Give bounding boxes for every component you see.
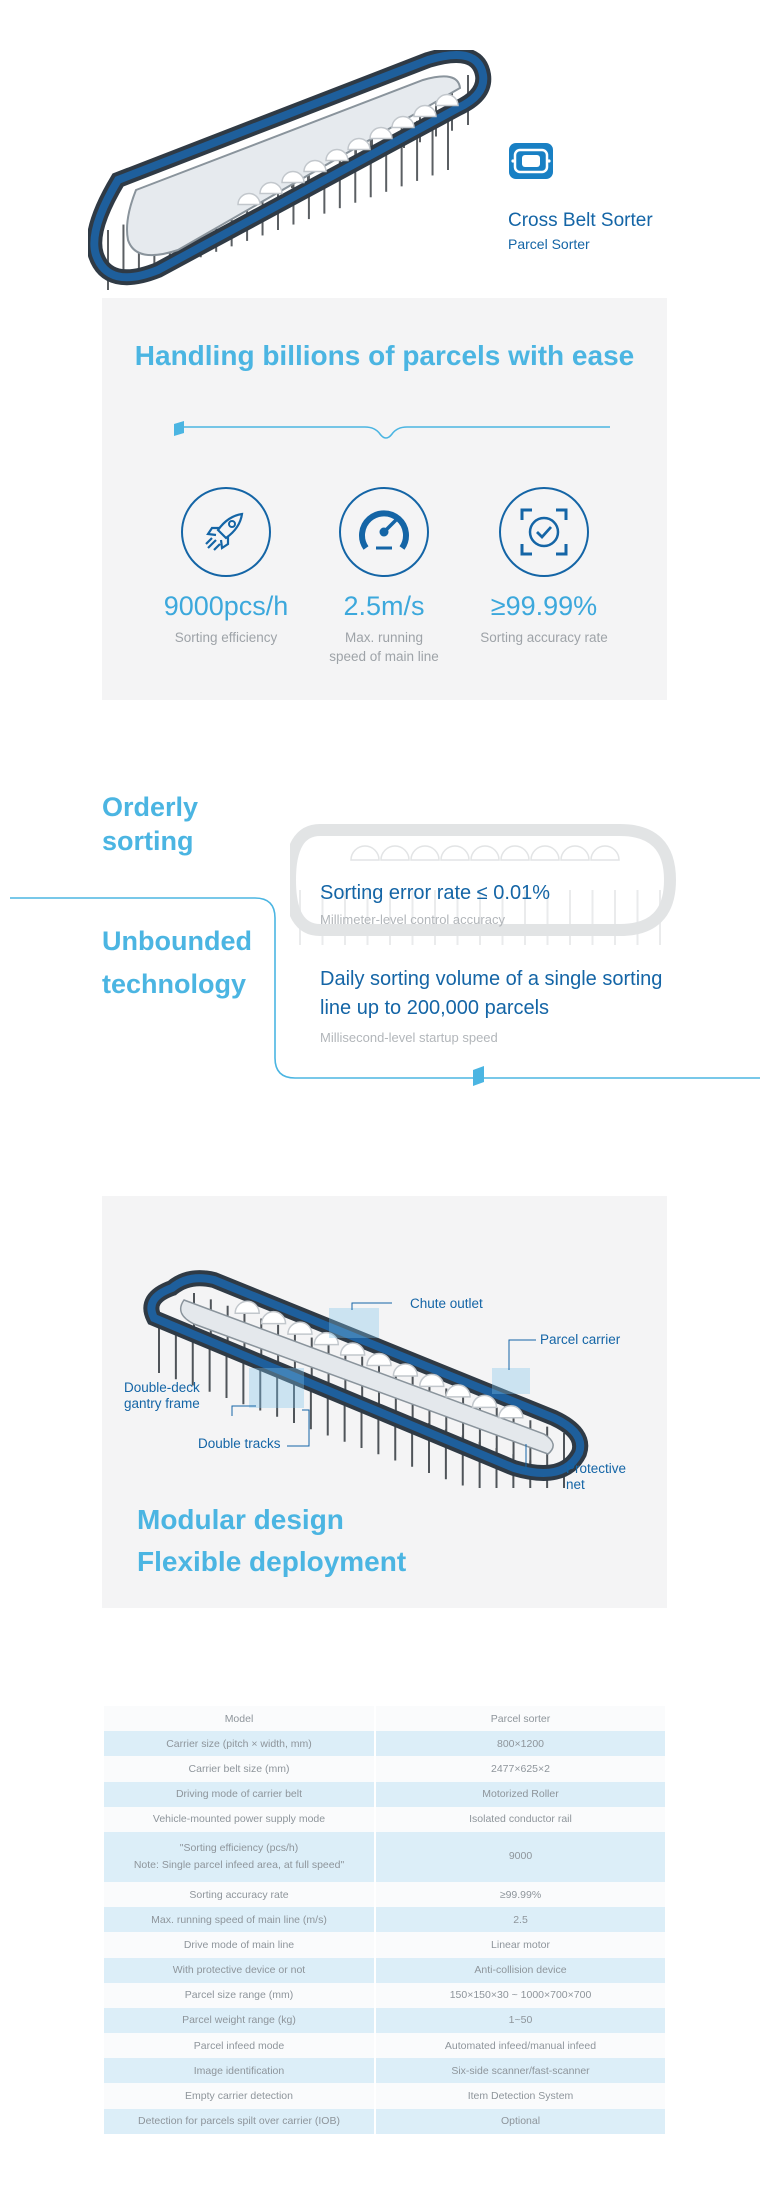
heading-line: sorting bbox=[102, 826, 194, 856]
spec-label-line: "Sorting efficiency (pcs/h) bbox=[179, 1841, 299, 1854]
table-row: Parcel infeed mode Automated infeed/manu… bbox=[104, 2033, 665, 2059]
feature-note: Millimeter-level control accuracy bbox=[320, 912, 505, 927]
spec-value: 2477×625×2 bbox=[376, 1756, 665, 1782]
callout-protective-net: Protective net bbox=[566, 1461, 626, 1493]
stat-label: Sorting efficiency bbox=[174, 630, 278, 645]
wave-divider bbox=[174, 421, 610, 439]
stats-panel-title: Handling billions of parcels with ease bbox=[134, 340, 635, 371]
spec-label: Parcel weight range (kg) bbox=[104, 2007, 374, 2034]
faded-sorter-illustration bbox=[290, 824, 677, 945]
stats-panel: Handling billions of parcels with ease 9… bbox=[102, 298, 667, 700]
stat-label: Max. running speed of main line bbox=[304, 628, 464, 666]
callout-parcel-carrier: Parcel carrier bbox=[540, 1332, 621, 1347]
spec-label: Sorting accuracy rate bbox=[104, 1881, 374, 1908]
spec-value: Six-side scanner/fast-scanner bbox=[376, 2058, 665, 2084]
product-subtitle: Parcel Sorter bbox=[508, 236, 590, 252]
modular-title: Modular design bbox=[137, 1504, 344, 1535]
spec-label: Drive mode of main line bbox=[104, 1932, 374, 1958]
spec-label: Empty carrier detection bbox=[104, 2083, 374, 2109]
spec-label: Max. running speed of main line (m/s) bbox=[104, 1907, 374, 1933]
spec-label-line: Note: Single parcel infeed area, at full… bbox=[133, 1858, 345, 1871]
stat-label: Sorting accuracy rate bbox=[480, 630, 608, 645]
feature-daily-volume: Daily sorting volume of a single sorting… bbox=[320, 968, 663, 1019]
deployment-title: Flexible deployment bbox=[137, 1546, 407, 1577]
spec-value: 1~50 bbox=[376, 2007, 665, 2034]
stat-value: 2.5m/s bbox=[343, 591, 425, 621]
table-row: With protective device or not Anti-colli… bbox=[104, 1957, 665, 1983]
speedometer-icon bbox=[339, 487, 429, 577]
technology-heading: Unbounded technology bbox=[102, 920, 252, 1006]
spec-value: Automated infeed/manual infeed bbox=[376, 2033, 665, 2059]
spec-value: Item Detection System bbox=[376, 2083, 665, 2109]
orderly-sorting-section: Orderly sorting Unbounded technology Sor… bbox=[0, 760, 768, 1120]
spec-value: 2.5 bbox=[376, 1907, 665, 1933]
table-row: Carrier belt size (mm) 2477×625×2 bbox=[104, 1756, 665, 1782]
callout-line: net bbox=[566, 1477, 585, 1492]
table-row: Sorting accuracy rate ≥99.99% bbox=[104, 1881, 665, 1908]
hero-section: Cross Belt Sorter Parcel Sorter bbox=[0, 0, 768, 300]
heading-line: technology bbox=[102, 969, 247, 999]
stat-value: 9000pcs/h bbox=[163, 591, 289, 621]
callout-line: Protective bbox=[566, 1461, 627, 1476]
spec-table: Model Parcel sorter Carrier size (pitch … bbox=[102, 1706, 667, 2134]
sorter-logo-icon bbox=[509, 143, 553, 179]
spec-label: Vehicle-mounted power supply mode bbox=[104, 1806, 374, 1832]
table-row: Drive mode of main line Linear motor bbox=[104, 1932, 665, 1958]
stat-label-line: speed of main line bbox=[329, 649, 439, 664]
table-row: Model Parcel sorter bbox=[104, 1706, 665, 1732]
table-row: Max. running speed of main line (m/s) 2.… bbox=[104, 1907, 665, 1933]
table-row: Driving mode of carrier belt Motorized R… bbox=[104, 1781, 665, 1807]
stat-max-speed: 2.5m/s Max. running speed of main line bbox=[304, 486, 464, 666]
spec-label: Parcel size range (mm) bbox=[104, 1982, 374, 2008]
spec-label: Parcel infeed mode bbox=[104, 2033, 374, 2059]
stat-label-line: Max. running bbox=[344, 630, 424, 645]
spec-value: Anti-collision device bbox=[376, 1957, 665, 1983]
spec-value: ≥99.99% bbox=[376, 1881, 665, 1908]
spec-label: Carrier belt size (mm) bbox=[104, 1756, 374, 1782]
spec-value: 800×1200 bbox=[376, 1731, 665, 1757]
table-row: Detection for parcels spilt over carrier… bbox=[104, 2108, 665, 2134]
table-row: Parcel weight range (kg) 1~50 bbox=[104, 2007, 665, 2034]
callout-double-tracks: Double tracks bbox=[198, 1436, 281, 1451]
spec-value: Linear motor bbox=[376, 1932, 665, 1958]
callout-chute-outlet: Chute outlet bbox=[410, 1296, 483, 1311]
stat-sorting-efficiency: 9000pcs/h Sorting efficiency bbox=[146, 486, 306, 647]
rocket-icon bbox=[181, 487, 271, 577]
orderly-heading: Orderly sorting bbox=[102, 790, 198, 858]
spec-label: Detection for parcels spilt over carrier… bbox=[104, 2108, 374, 2134]
product-title: Cross Belt Sorter bbox=[508, 210, 653, 231]
spec-value: 150×150×30 ~ 1000×700×700 bbox=[376, 1982, 665, 2008]
spec-value: Isolated conductor rail bbox=[376, 1806, 665, 1832]
spec-label: Image identification bbox=[104, 2058, 374, 2084]
spec-label: "Sorting efficiency (pcs/h) Note: Single… bbox=[104, 1831, 374, 1882]
table-row: Vehicle-mounted power supply mode Isolat… bbox=[104, 1806, 665, 1832]
table-row: Carrier size (pitch × width, mm) 800×120… bbox=[104, 1731, 665, 1757]
spec-label: With protective device or not bbox=[104, 1957, 374, 1983]
spec-value: Motorized Roller bbox=[376, 1781, 665, 1807]
spec-value: 9000 bbox=[376, 1831, 665, 1882]
table-row: Parcel size range (mm) 150×150×30 ~ 1000… bbox=[104, 1982, 665, 2008]
spec-value: Optional bbox=[376, 2108, 665, 2134]
sorter-diagram bbox=[143, 1270, 589, 1488]
spec-value: Parcel sorter bbox=[376, 1706, 665, 1732]
callout-line: gantry frame bbox=[124, 1396, 200, 1411]
callout-double-deck-gantry: Double-deck gantry frame bbox=[124, 1380, 200, 1412]
table-row: Image identification Six-side scanner/fa… bbox=[104, 2058, 665, 2084]
spec-label: Driving mode of carrier belt bbox=[104, 1781, 374, 1807]
stat-accuracy: ≥99.99% Sorting accuracy rate bbox=[464, 486, 624, 647]
spec-label: Carrier size (pitch × width, mm) bbox=[104, 1731, 374, 1757]
callout-line: Double-deck bbox=[124, 1380, 200, 1395]
check-target-icon bbox=[499, 487, 589, 577]
flow-line-divider bbox=[10, 897, 760, 1086]
feature-note: Millisecond-level startup speed bbox=[320, 1030, 498, 1045]
spec-label: Model bbox=[104, 1706, 374, 1732]
feature-error-rate: Sorting error rate ≤ 0.01% bbox=[320, 882, 550, 904]
modular-design-panel: Chute outlet Parcel carrier Double-deck … bbox=[102, 1196, 667, 1608]
sorter-illustration bbox=[88, 50, 492, 290]
heading-line: Orderly bbox=[102, 792, 199, 822]
stat-value: ≥99.99% bbox=[490, 591, 598, 621]
table-row: Empty carrier detection Item Detection S… bbox=[104, 2083, 665, 2109]
heading-line: Unbounded bbox=[102, 926, 252, 956]
table-row: "Sorting efficiency (pcs/h) Note: Single… bbox=[104, 1831, 665, 1882]
